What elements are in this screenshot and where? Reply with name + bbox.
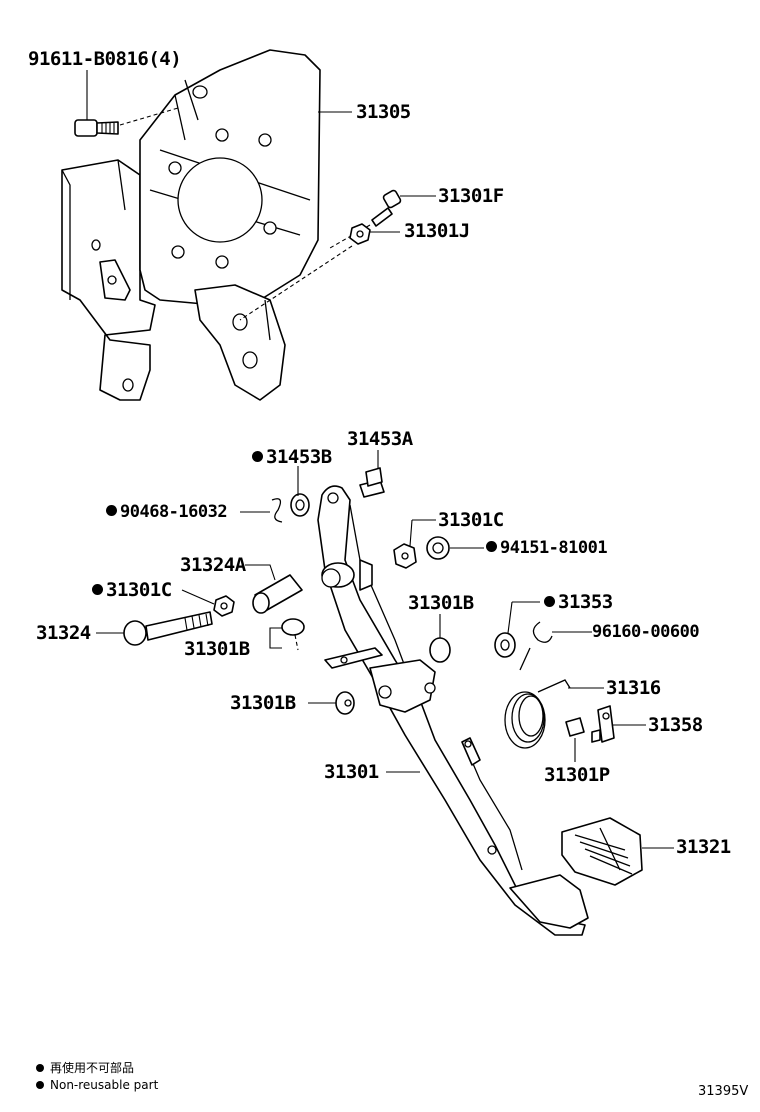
non-reusable-dot [106, 505, 117, 516]
label-text: 31453B [266, 446, 332, 468]
bush-31353 [494, 632, 516, 658]
label-bush-31353: 31353 [544, 593, 613, 612]
label-text: 31301C [106, 579, 172, 601]
label-clip-90468: 90468-16032 [106, 502, 228, 522]
label-spring-31316: 31316 [606, 677, 661, 699]
collar-31324A [252, 574, 303, 614]
diagram-code: 31395V [698, 1084, 749, 1099]
clip-90468 [271, 498, 283, 523]
label-nut-31301C-left: 31301C [92, 581, 172, 600]
label-bolt-31324: 31324 [36, 622, 91, 644]
spring-31316 [504, 647, 571, 749]
label-text: 31353 [558, 591, 613, 613]
label-nut-31301J: 31301J [404, 220, 470, 242]
legend-japanese: 再使用不可部品 [36, 1062, 134, 1074]
non-reusable-dot [544, 596, 555, 607]
legend-english: Non-reusable part [36, 1079, 158, 1091]
legend-english-text: Non-reusable part [50, 1078, 159, 1092]
non-reusable-dot [92, 584, 103, 595]
stopper-31301B-right [429, 637, 451, 663]
nut-94151 [426, 536, 450, 560]
bolt-31324 [123, 611, 213, 646]
label-pin-31301P: 31301P [544, 764, 610, 786]
label-pedal-lever-31301: 31301 [324, 761, 379, 783]
pin-31453A [359, 467, 385, 498]
clip-96160 [532, 621, 553, 643]
label-text: 94151-81001 [500, 538, 608, 558]
nut-31301C-left [213, 595, 235, 617]
non-reusable-dot [486, 541, 497, 552]
pedal-lever [317, 485, 589, 936]
label-stopper-31301B-lower: 31301B [230, 692, 296, 714]
pedal-pad-31321 [561, 817, 643, 886]
non-reusable-dot [36, 1081, 44, 1089]
label-clip-96160: 96160-00600 [592, 622, 700, 642]
label-nut-94151: 94151-81001 [486, 538, 608, 558]
label-text: 90468-16032 [120, 502, 228, 522]
nut-31301J [239, 223, 371, 321]
label-stopper-31301B-right: 31301B [408, 592, 474, 614]
non-reusable-dot [36, 1064, 44, 1072]
leader-lines [86, 70, 674, 849]
cushion-31301B-left [281, 618, 305, 651]
label-collar-31324A: 31324A [180, 554, 246, 576]
label-nut-31301C-top: 31301C [438, 509, 504, 531]
pin-31301P [565, 717, 585, 737]
label-pin-31453A: 31453A [347, 428, 413, 450]
bolt-91611 [74, 107, 179, 137]
label-cushion-31301B-left: 31301B [184, 638, 250, 660]
nut-31301C-top [393, 543, 417, 569]
label-bolt-91611: 91611-B0816(4) [28, 48, 182, 70]
bush-31453B [290, 493, 310, 517]
label-bolt-31301F: 31301F [438, 185, 504, 207]
label-bush-31453B: 31453B [252, 448, 332, 467]
label-pad-31321: 31321 [676, 836, 731, 858]
bracket-31358 [591, 705, 615, 743]
label-bracket-31358: 31358 [648, 714, 703, 736]
pedal-support-bracket [61, 49, 321, 401]
non-reusable-dot [252, 451, 263, 462]
label-bracket-31305: 31305 [356, 101, 411, 123]
stopper-31301B-lower [335, 691, 355, 715]
legend-japanese-text: 再使用不可部品 [50, 1061, 135, 1075]
